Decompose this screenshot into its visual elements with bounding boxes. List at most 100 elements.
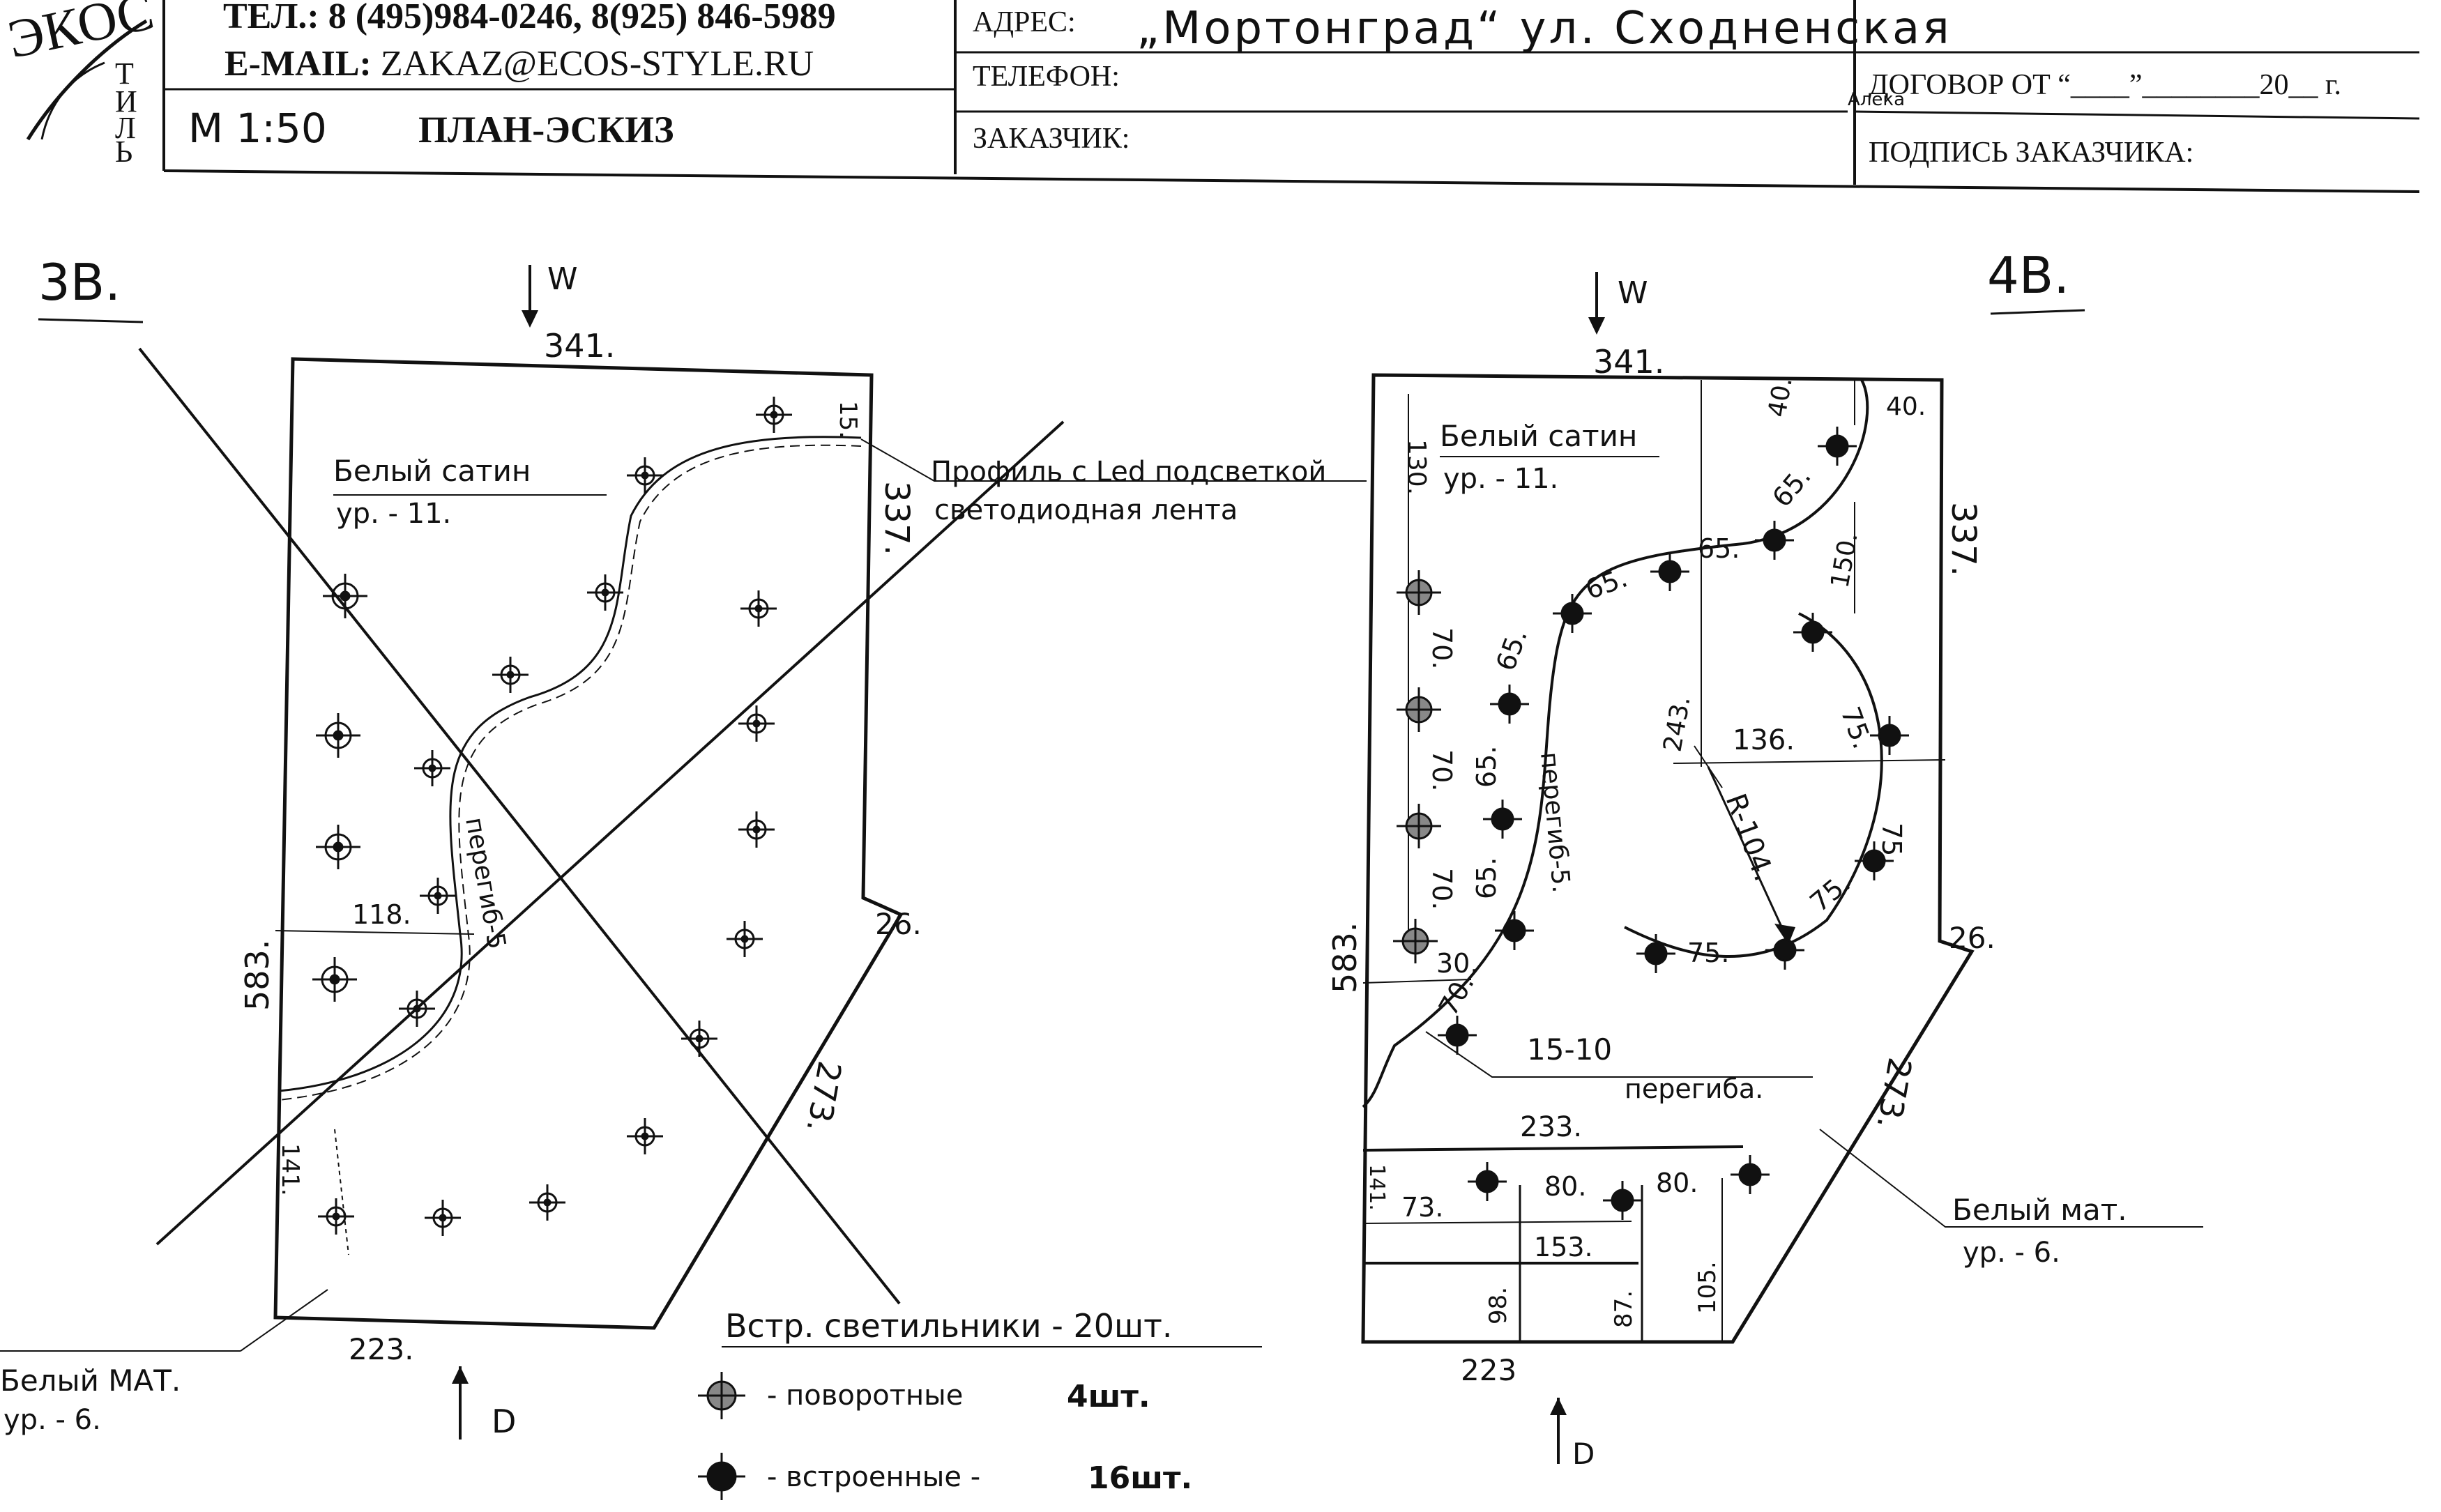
dim-65: 65. (1471, 746, 1502, 788)
builtin-fixture (318, 1198, 354, 1235)
bend-count-unit: перегиба. (1625, 1074, 1763, 1104)
builtin-fixture (1755, 521, 1794, 560)
builtin-fixture (756, 397, 792, 433)
fixtures-3b (312, 397, 792, 1236)
legend-title: Встр. светильники - 20шт. (725, 1307, 1173, 1345)
dim-243: 243. (1658, 694, 1696, 754)
builtin-fixture (738, 811, 775, 848)
center-mark (1694, 745, 1723, 788)
builtin-fixture (1495, 911, 1534, 950)
legend-rotating-count: 4шт. (1067, 1379, 1150, 1414)
builtin-fixture (1650, 552, 1689, 591)
dimension-line (1673, 759, 1946, 764)
dim-75: 75. (1835, 703, 1878, 753)
dimension-line (1362, 979, 1472, 984)
builtin-fixture (1731, 1155, 1770, 1194)
svg-text:И: И (115, 84, 137, 119)
phone-line: ТЕЛ.: 8 (495)984-0246, 8(925) 846-5989 (223, 0, 836, 36)
dim-40-side: 40. (1763, 375, 1797, 420)
dim-73: 73. (1401, 1192, 1443, 1223)
dim-233: 233. (1520, 1111, 1582, 1143)
builtin-fixture (1765, 931, 1804, 970)
zone-top-level-3b: ур. - 11. (336, 498, 451, 530)
dim-65: 65. (1698, 533, 1740, 564)
dim-left-4b: 583. (1326, 922, 1364, 993)
zone-bottom-level-3b: ур. - 6. (3, 1404, 101, 1436)
phone-label: ТЕЛЕФОН: (973, 61, 1120, 93)
dim-70: 70. (1427, 627, 1457, 669)
dim-radius: R-104. (1719, 790, 1781, 886)
arc-r104 (1624, 612, 1883, 959)
room-outline-4b (1361, 373, 1975, 1344)
company-logo: ЭКОС Т И Л Ь (2, 0, 158, 164)
builtin-fixture (1636, 934, 1675, 973)
arrow-head-icon (522, 310, 538, 328)
builtin-fixture (738, 705, 775, 742)
dim-80: 80. (1544, 1171, 1586, 1202)
rotating-fixture (1393, 919, 1438, 963)
callout-leader (240, 1289, 328, 1352)
rotating-fixture (1397, 804, 1441, 848)
callout-leader (860, 438, 1367, 482)
builtin-fixture (1855, 841, 1894, 880)
dim-right-4b: 337. (1944, 502, 1983, 576)
dim-30: 30. (1436, 948, 1478, 979)
builtin-fixture (587, 574, 623, 611)
dim-inner-3b: 118. (352, 899, 411, 930)
callout-leader (1425, 1031, 1813, 1078)
dim-notch-3b: 26. (875, 907, 922, 941)
dim-153: 153. (1534, 1232, 1593, 1262)
builtin-fixture (1468, 1162, 1507, 1201)
bend-count: 15-10 (1527, 1032, 1612, 1067)
plan-3b: 341. 337. 26. 273. 583. 223. 118. 141. 1… (0, 253, 1367, 1440)
zone-top-3b: Белый сатин (333, 454, 531, 488)
email-value: ZAKAZ@ECOS-STYLE.RU (380, 44, 814, 84)
contract-label: ДОГОВОР ОТ “____”________20__ г. (1869, 69, 2342, 101)
north-arrow-label-3b: W (547, 261, 578, 297)
doc-title: ПЛАН-ЭСКИЗ (418, 109, 674, 151)
profile-note-2: светодиодная лента (934, 494, 1238, 526)
dim-65: 65. (1471, 857, 1502, 899)
rotating-fixture (312, 957, 357, 1002)
arrow-head-icon (1588, 317, 1605, 335)
builtin-fixture (727, 921, 763, 957)
legend-builtin-count: 16шт. (1088, 1460, 1192, 1496)
room-outline-3b (273, 357, 904, 1330)
fixture-legend: Встр. светильники - 20шт. - поворотные 4… (698, 1307, 1262, 1500)
diagonal-line (155, 420, 1065, 1246)
dim-notch-4b: 26. (1949, 921, 1995, 955)
profile-note-1: Профиль с Led подсветкой (931, 456, 1326, 488)
builtin-fixture (420, 878, 456, 914)
rotating-fixture (1397, 687, 1441, 732)
dim-75: 75. (1687, 938, 1729, 968)
legend-rotating-label: - поворотные (767, 1380, 963, 1412)
rotating-fixture (316, 713, 360, 758)
builtin-fixture (1490, 685, 1529, 724)
builtin-fixture (529, 1184, 565, 1221)
zone-top-level-4b: ур. - 11. (1443, 463, 1558, 495)
radius-line (1707, 766, 1786, 935)
dimension-line (275, 930, 475, 935)
dim-130: 130. (1402, 439, 1431, 495)
dim-top-3b: 341. (544, 327, 615, 365)
builtin-fixture (1483, 800, 1522, 839)
stray-mark: Алека (1848, 89, 1906, 110)
dim-65: 65. (1766, 461, 1817, 513)
dim-80: 80. (1656, 1168, 1698, 1198)
callout-leader (1819, 1129, 2203, 1228)
north-arrow-label-4b: W (1618, 275, 1648, 311)
south-arrow-label-4b: D (1572, 1437, 1595, 1471)
zone-bottom-3b: Белый МАТ. (0, 1364, 181, 1398)
dim-65: 65. (1581, 562, 1632, 605)
dim-bottom-3b: 223. (349, 1332, 414, 1366)
dim-70: 70. (1427, 749, 1457, 791)
address-label: АДРЕС: (973, 6, 1076, 38)
dim-98: 98. (1484, 1287, 1512, 1324)
plan-4b-label: 4В. (1987, 246, 2069, 305)
rotating-fixture (323, 574, 367, 618)
underline (38, 318, 144, 323)
signature-label: ПОДПИСЬ ЗАКАЗЧИКА: (1869, 137, 2194, 169)
address-value: „Мортонград“ ул. Сходненская (1136, 3, 1952, 54)
bend-note-4b: перегиб-5. (1535, 751, 1575, 894)
